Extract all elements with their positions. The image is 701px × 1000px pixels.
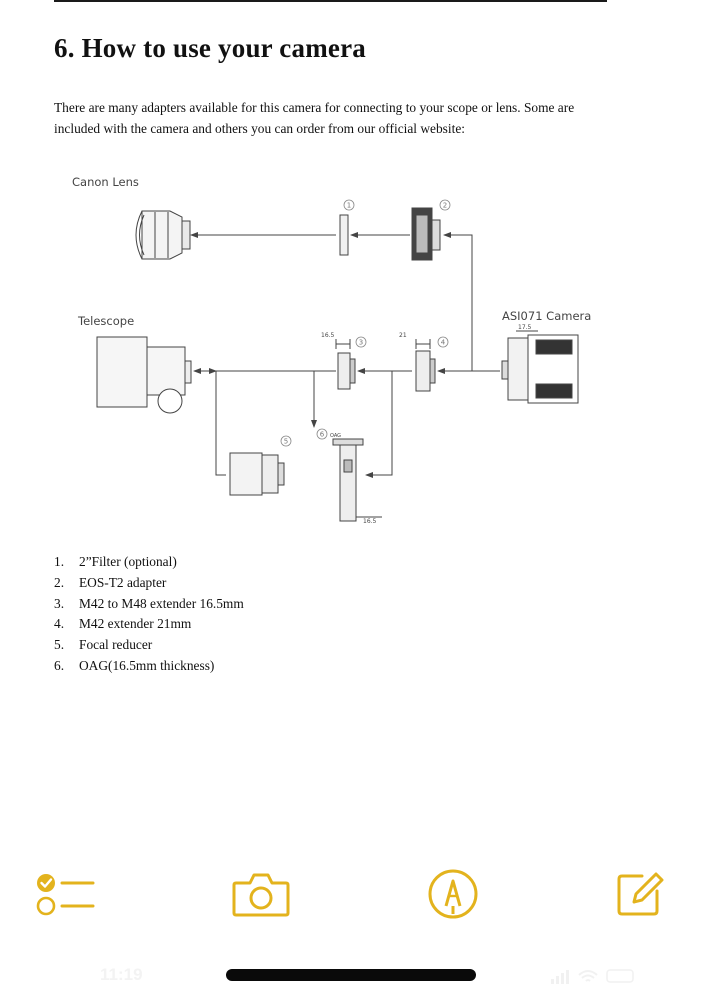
oag-tag: OAG	[330, 433, 341, 439]
callout-1-label: 1	[347, 202, 351, 210]
checklist-icon	[36, 874, 95, 916]
compose-icon	[617, 872, 664, 916]
callout-3	[355, 336, 367, 348]
status-bar: 11:19	[0, 960, 701, 992]
adapter-diagram: 1 2 3 4 5 6 Canon Lens Telescope ASI071 …	[72, 175, 591, 525]
m42-extender-drawing	[415, 350, 436, 392]
telescope-label: Telescope	[77, 314, 134, 328]
callout-4	[437, 336, 449, 348]
list-item-number: 4.	[54, 616, 65, 632]
list-item: 5. Focal reducer	[54, 635, 244, 656]
telescope-drawing	[96, 336, 192, 414]
intro-paragraph: There are many adapters available for th…	[54, 100, 575, 136]
wifi-icon	[578, 970, 598, 982]
callout-6	[316, 428, 328, 440]
markup-pen-icon	[428, 869, 478, 919]
list-item-number: 1.	[54, 554, 65, 569]
camera-dimension: 17.5	[518, 324, 532, 331]
canon-lens-drawing	[135, 210, 191, 260]
list-item: 6. OAG(16.5mm thickness)	[54, 656, 244, 677]
callout-4-label: 4	[441, 339, 446, 347]
camera-button[interactable]	[229, 864, 293, 924]
list-item-text: 2”Filter (optional)	[79, 554, 177, 569]
camera-label: ASI071 Camera	[502, 309, 591, 323]
bottom-toolbar	[0, 850, 701, 930]
list-item-number: 2.	[54, 574, 65, 590]
list-item-number: 3.	[54, 595, 65, 611]
callout-5-label: 5	[284, 438, 288, 446]
m48-extender-drawing	[337, 352, 356, 390]
checklist-button[interactable]	[34, 864, 98, 924]
callout-1	[343, 199, 355, 211]
eos-t2-adapter-drawing	[411, 207, 441, 261]
asi071-camera-drawing	[501, 334, 579, 404]
m48-extender-dimension: 16.5	[321, 332, 335, 339]
parts-list: 1. 2”Filter (optional) 2. EOS-T2 adapter 3…	[54, 552, 244, 677]
compose-button[interactable]	[606, 864, 670, 924]
callout-2-label: 2	[443, 202, 447, 210]
callout-2	[439, 199, 451, 211]
home-indicator[interactable]	[226, 969, 476, 981]
top-rule	[54, 0, 607, 2]
focal-reducer-drawing	[229, 452, 285, 496]
callout-5	[280, 435, 292, 447]
list-item-text: M42 to M48 extender 16.5mm	[79, 595, 244, 611]
oag-drawing	[332, 438, 364, 522]
list-item: 4. M42 extender 21mm	[54, 614, 244, 635]
list-item: 3. M42 to M48 extender 16.5mm	[54, 594, 244, 615]
oag-dimension: 16.5	[363, 518, 377, 525]
section-heading: 6. How to use your camera	[54, 33, 366, 63]
list-item: 2. EOS-T2 adapter	[54, 573, 244, 594]
list-item-text: EOS-T2 adapter	[79, 574, 167, 590]
list-item-text: M42 extender 21mm	[79, 616, 192, 632]
status-time: 11:19	[100, 965, 143, 984]
markup-button[interactable]	[421, 864, 485, 924]
status-icons	[551, 969, 634, 984]
m42-extender-dimension: 21	[399, 332, 407, 339]
callout-6-label: 6	[320, 431, 325, 439]
filter-drawing	[339, 214, 349, 256]
list-item-number: 6.	[54, 657, 65, 673]
callout-3-label: 3	[359, 339, 363, 347]
list-item-text: Focal reducer	[79, 637, 153, 653]
list-item-number: 5.	[54, 637, 65, 653]
list-item-text: OAG(16.5mm thickness)	[79, 657, 215, 673]
canon-lens-label: Canon Lens	[72, 175, 139, 189]
signal-icon	[551, 970, 569, 984]
camera-icon	[232, 873, 290, 917]
list-item: 1. 2”Filter (optional)	[54, 552, 244, 573]
battery-icon	[606, 969, 634, 983]
